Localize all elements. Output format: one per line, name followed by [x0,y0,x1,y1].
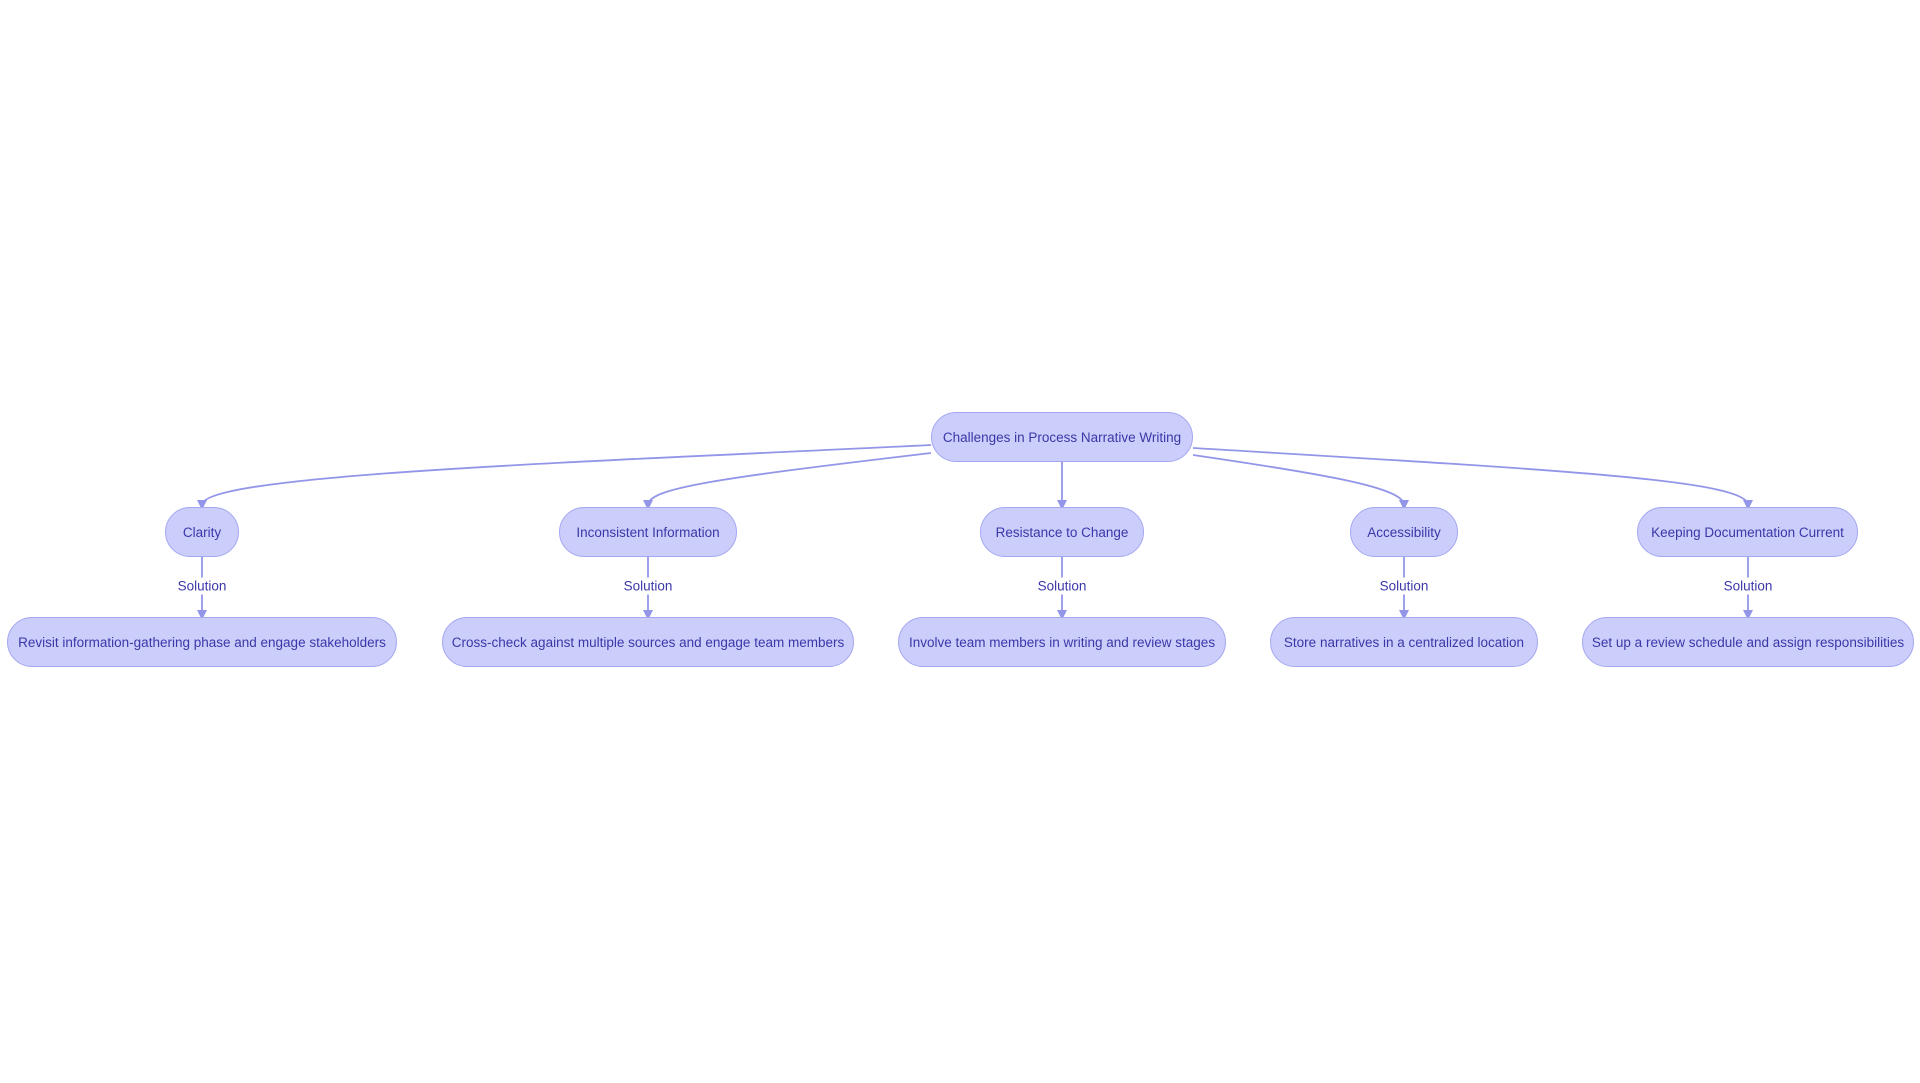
challenge-label: Resistance to Change [995,524,1129,540]
edge-root-clarity [197,444,932,510]
challenge-node-keeping-documentation-current: Keeping Documentation Current [1637,507,1858,557]
challenge-node-resistance-to-change: Resistance to Change [980,507,1144,557]
solution-label: Cross-check against multiple sources and… [451,634,845,650]
edge-root-keeping-documentation-current [1192,447,1753,510]
edge-root-inconsistent-information [643,452,932,510]
challenge-label: Clarity [182,524,222,540]
edge-root-accessibility [1192,454,1409,510]
solution-label: Revisit information-gathering phase and … [18,634,386,650]
solution-label: Set up a review schedule and assign resp… [1591,634,1905,650]
challenge-label: Accessibility [1367,524,1441,540]
edge-label-solution: Solution [1375,577,1433,595]
solution-node: Set up a review schedule and assign resp… [1582,617,1914,667]
solution-node: Revisit information-gathering phase and … [7,617,397,667]
solution-label: Involve team members in writing and revi… [908,634,1216,650]
challenge-node-inconsistent-information: Inconsistent Information [559,507,737,557]
solution-node: Involve team members in writing and revi… [898,617,1226,667]
challenge-label: Keeping Documentation Current [1651,524,1844,540]
solution-node: Cross-check against multiple sources and… [442,617,854,667]
root-node-label: Challenges in Process Narrative Writing [942,429,1182,445]
challenge-node-accessibility: Accessibility [1350,507,1458,557]
edge-label-solution: Solution [619,577,677,595]
edge-label-solution: Solution [173,577,231,595]
solution-node: Store narratives in a centralized locati… [1270,617,1538,667]
edge-label-solution: Solution [1719,577,1777,595]
challenge-label: Inconsistent Information [576,524,720,540]
solution-label: Store narratives in a centralized locati… [1283,634,1525,650]
edge-label-solution: Solution [1033,577,1091,595]
challenge-node-clarity: Clarity [165,507,239,557]
root-node: Challenges in Process Narrative Writing [931,412,1193,462]
